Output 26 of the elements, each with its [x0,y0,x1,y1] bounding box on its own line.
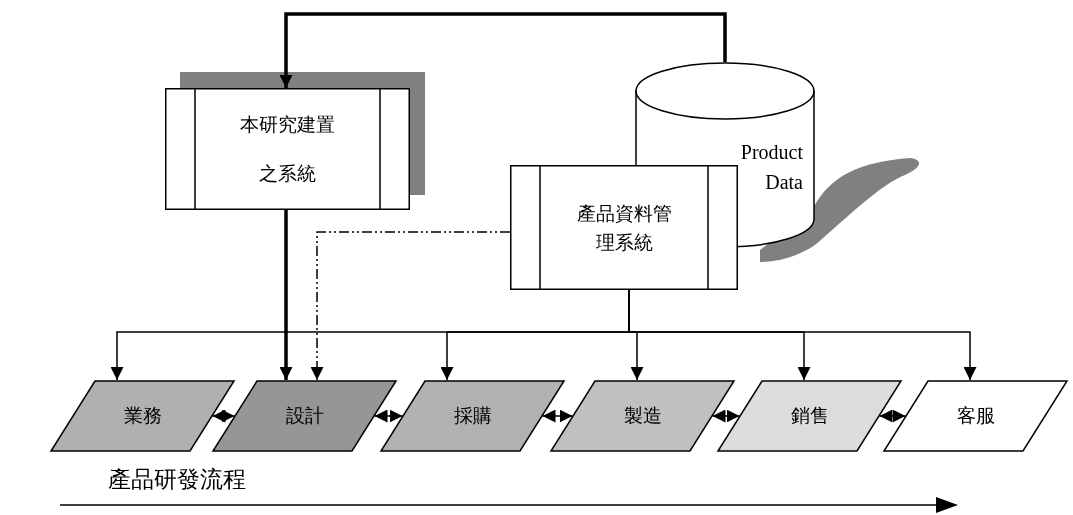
process-parallelogram [883,380,1068,452]
double-arrow [373,409,404,423]
double-arrow [711,409,741,423]
process-parallelogram [717,380,902,452]
arrow [310,231,511,381]
process-parallelogram [550,380,735,452]
arrow [279,12,727,88]
arrow [279,210,293,380]
process-parallelogram [212,380,397,452]
node-label: 採購 [452,403,493,428]
double-arrow [541,409,574,423]
node-label: 業務 [122,403,163,428]
node-label: 本研究建置之系統 [239,111,336,186]
process-box [510,165,738,290]
node-label: 設計 [284,403,325,428]
process-box [165,88,410,210]
node-label: Product Data [739,140,803,195]
process-parallelogram [50,380,235,452]
process-parallelogram [380,380,565,452]
double-arrow [211,409,236,423]
double-arrow [878,409,907,423]
node-label: 客服 [955,403,996,428]
node-label: 產品資料管理系統 [575,201,673,255]
process-label: 產品研發流程 [108,465,246,494]
node-label: 銷售 [789,403,830,428]
node-label: 製造 [622,403,663,428]
